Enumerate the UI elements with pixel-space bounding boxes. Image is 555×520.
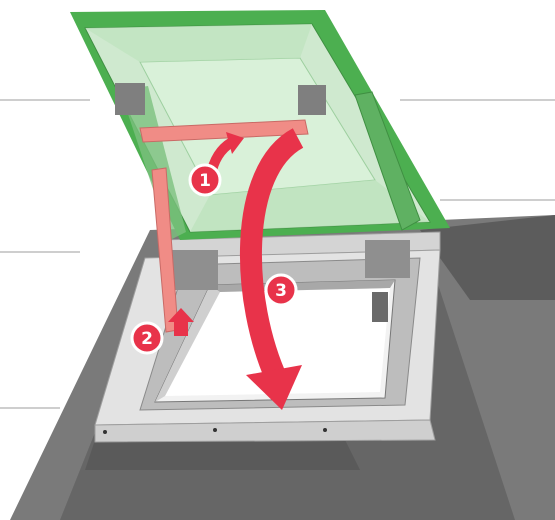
step-marker-3: 3: [264, 273, 298, 307]
step-marker-1: 1: [188, 163, 222, 197]
hinge-brackets: [170, 240, 410, 322]
step-3-arrow: [239, 128, 304, 410]
svg-text:3: 3: [275, 281, 287, 301]
step-marker-2: 2: [130, 321, 164, 355]
svg-text:1: 1: [199, 171, 211, 191]
svg-text:2: 2: [141, 329, 153, 349]
step-2-arrow: [168, 308, 194, 336]
